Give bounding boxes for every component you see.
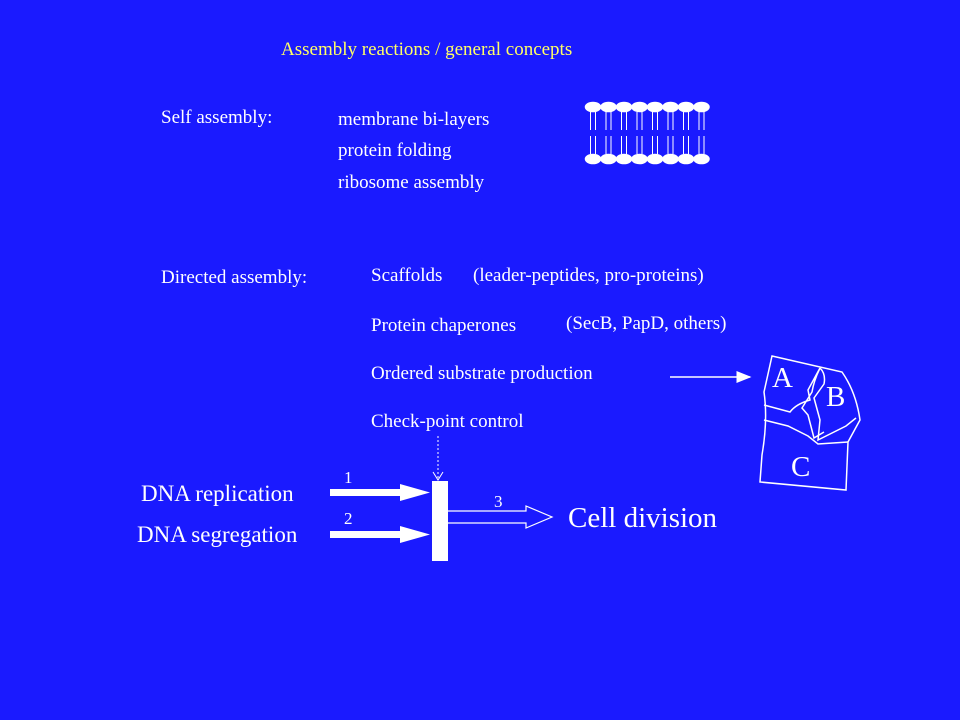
puzzle-pieces-icon [759, 355, 861, 491]
input-label-1: DNA replication [141, 481, 294, 506]
checkpoint-bar [432, 481, 448, 561]
scaffolds-label: Scaffolds [371, 265, 443, 286]
input-label-2: DNA segregation [137, 522, 298, 547]
output-arrow [448, 505, 554, 529]
input-arrow-2 [330, 526, 430, 543]
self-assembly-item: ribosome assembly [338, 172, 485, 193]
scaffolds-note: (leader-peptides, pro-proteins) [473, 265, 704, 286]
puzzle-label-a: A [772, 362, 793, 394]
checkpoint-label: Check-point control [371, 411, 524, 432]
chaperones-note: (SecB, PapD, others) [566, 313, 727, 334]
input-arrow-1 [330, 484, 430, 501]
step-label-1: 1 [344, 468, 353, 487]
slide-title: Assembly reactions / general concepts [281, 39, 573, 60]
ordered-production-label: Ordered substrate production [371, 363, 593, 384]
directed-assembly-heading: Directed assembly: [161, 267, 308, 288]
self-assembly-item: protein folding [338, 140, 452, 161]
step-label-3: 3 [494, 492, 503, 511]
membrane-bilayer-icon [584, 101, 710, 165]
output-label: Cell division [568, 502, 718, 534]
self-assembly-heading: Self assembly: [161, 107, 273, 128]
self-assembly-item: membrane bi-layers [338, 109, 490, 130]
step-label-2: 2 [344, 509, 353, 528]
puzzle-label-c: C [791, 451, 811, 483]
chaperones-label: Protein chaperones [371, 315, 517, 336]
puzzle-label-b: B [826, 381, 846, 413]
